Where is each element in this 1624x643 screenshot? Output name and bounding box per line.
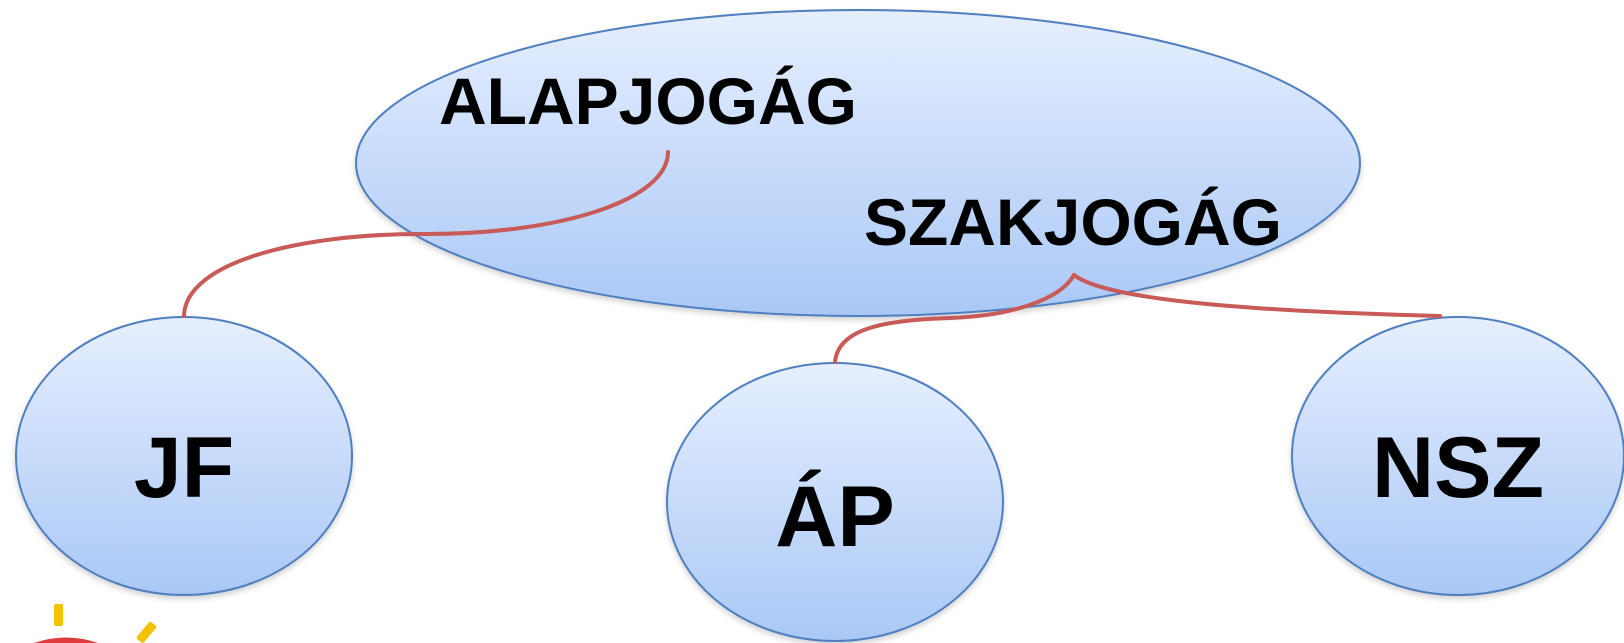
sun-logo-icon bbox=[34, 604, 157, 643]
top-node-label-alapjogag: ALAPJOGÁG bbox=[439, 64, 857, 138]
node-nsz: NSZ bbox=[1291, 316, 1624, 596]
node-ap: ÁP bbox=[666, 362, 1004, 642]
logo-sun-arc bbox=[34, 637, 98, 643]
node-jf: JF bbox=[15, 316, 353, 596]
logo-ray-diagonal bbox=[136, 621, 157, 643]
logo-ray-vertical bbox=[54, 604, 63, 626]
node-jf-label: JF bbox=[134, 420, 234, 516]
connector-szakjogag-nsz bbox=[1072, 273, 1442, 318]
node-nsz-label: NSZ bbox=[1372, 420, 1544, 516]
node-nsz-shape bbox=[1291, 316, 1624, 596]
top-node-shape bbox=[355, 9, 1361, 317]
top-node: ALAPJOGÁG SZAKJOGÁG bbox=[355, 9, 1361, 317]
node-ap-label: ÁP bbox=[775, 469, 894, 565]
connector-szakjogag-ap bbox=[833, 273, 1076, 364]
top-node-label-szakjogag: SZAKJOGÁG bbox=[864, 185, 1282, 259]
connectors bbox=[182, 150, 1442, 364]
connector-alapjogag-jf bbox=[182, 150, 670, 318]
